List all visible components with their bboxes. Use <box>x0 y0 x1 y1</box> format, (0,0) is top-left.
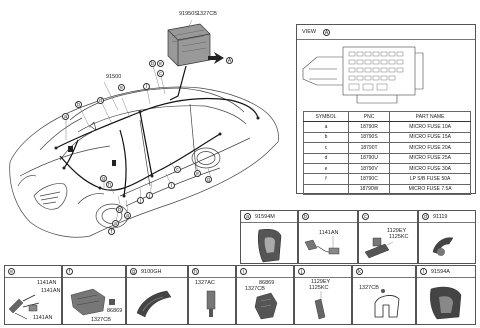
callout-i: i <box>168 182 175 189</box>
view-marker: A <box>323 29 330 36</box>
callout-e: e <box>157 60 164 67</box>
panel-l: l 91594A <box>416 265 476 325</box>
callout-a: a <box>124 212 131 219</box>
callout-e: e <box>194 170 201 177</box>
callout-l: l <box>143 83 150 90</box>
panel-j: j 1129EY 1125KC <box>294 265 352 325</box>
view-title: VIEW <box>302 29 317 35</box>
callout-b: b <box>149 60 156 67</box>
panel-a: a 91594M <box>240 210 298 264</box>
col-part-name: PART NAME <box>389 110 471 123</box>
panel-c: c 1129EY 1125KC <box>358 210 418 264</box>
panel-i: i 86869 1327CB <box>236 265 294 325</box>
callout-g: g <box>100 175 107 182</box>
panel-b: b 1141AN <box>298 210 358 264</box>
panel-f: f 86869 1327CB <box>62 265 126 325</box>
callout-b: b <box>116 206 123 213</box>
callout-j: j <box>137 197 144 204</box>
callout-c: c <box>157 70 164 77</box>
callout-g: g <box>205 176 212 183</box>
part-label-91950s: 91950S <box>179 11 198 17</box>
panel-g: g 9100GH <box>126 265 188 325</box>
col-symbol: SYMBOL <box>303 110 349 123</box>
panel-k: k 1327CB <box>352 265 416 325</box>
part-label-91500: 91500 <box>106 74 122 80</box>
panel-h: h 1327AC <box>188 265 236 325</box>
callout-f: f <box>108 228 115 235</box>
callout-e: e <box>118 84 125 91</box>
arrow-marker-a: A <box>226 57 233 64</box>
callout-c: c <box>174 166 181 173</box>
panel-d: d 91119 <box>418 210 476 264</box>
car-wiring-diagram: 91950S 1327CB 91500 A b e c l e d b a g … <box>0 0 290 262</box>
callout-a: a <box>112 220 119 227</box>
callout-a: a <box>62 113 69 120</box>
panel-e: e 1141AN 1141AN 1141AN <box>4 265 62 325</box>
callout-b: b <box>75 101 82 108</box>
fuse-box-view <box>302 46 424 104</box>
callout-j: j <box>146 192 153 199</box>
callout-h: h <box>106 181 113 188</box>
col-pnc: PNC <box>347 110 391 123</box>
part-label-1327cb: 1327CB <box>197 11 217 17</box>
callout-d: d <box>97 97 104 104</box>
